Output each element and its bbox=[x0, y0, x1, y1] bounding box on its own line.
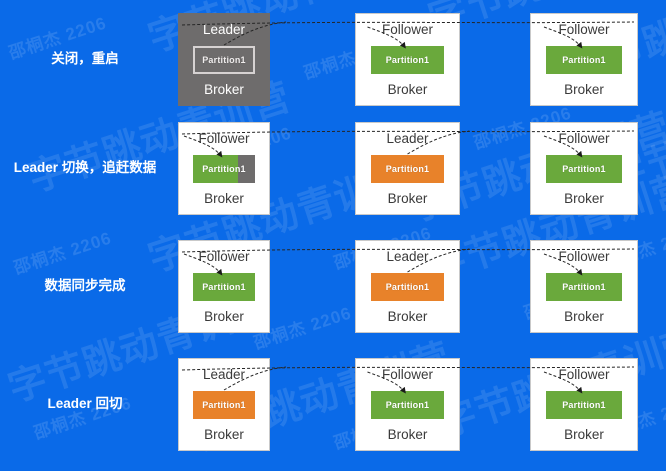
row-label-1: 关闭，重启 bbox=[51, 51, 119, 66]
broker-name-label: Broker bbox=[204, 190, 244, 206]
partition-role-label: Leader bbox=[386, 131, 429, 146]
partition-role-label: Follower bbox=[381, 22, 433, 37]
partition-fill bbox=[545, 154, 623, 183]
partition-role-label: Follower bbox=[558, 22, 610, 37]
partition-name-label: Partition1 bbox=[385, 163, 430, 174]
partition-bar[interactable]: Partition1 bbox=[192, 154, 256, 183]
partition-role-label: Leader bbox=[386, 249, 429, 264]
partition-role-label: Follower bbox=[558, 131, 610, 146]
partition-role-label: Follower bbox=[198, 249, 250, 264]
partition-bar[interactable]: Partition1 bbox=[370, 390, 445, 419]
partition-name-label: Partition1 bbox=[562, 54, 606, 65]
broker-name-label: Broker bbox=[564, 190, 604, 206]
partition-fill bbox=[370, 272, 445, 301]
partition-role-label: Follower bbox=[381, 367, 433, 382]
partition-name-label: Partition1 bbox=[202, 281, 246, 292]
broker-name-label: Broker bbox=[204, 308, 244, 324]
partition-fill bbox=[370, 45, 445, 74]
partition-role-label: Follower bbox=[198, 131, 250, 146]
broker-name-label: Broker bbox=[564, 426, 604, 442]
partition-name-label: Partition1 bbox=[202, 399, 246, 410]
broker-name-label: Broker bbox=[204, 426, 244, 442]
partition-lag-region bbox=[237, 154, 256, 183]
partition-fill bbox=[370, 390, 445, 419]
partition-fill bbox=[545, 390, 623, 419]
partition-name-label: Partition1 bbox=[562, 281, 606, 292]
partition-bar[interactable]: Partition1 bbox=[370, 154, 445, 183]
partition-fill bbox=[192, 154, 238, 183]
partition-role-label: Leader bbox=[202, 22, 246, 37]
partition-bar[interactable]: Partition1 bbox=[370, 45, 445, 74]
partition-fill bbox=[192, 272, 256, 301]
partition-bar[interactable]: Partition1 bbox=[545, 45, 623, 74]
partition-bar[interactable]: Partition1 bbox=[192, 390, 256, 419]
partition-role-label: Follower bbox=[558, 249, 610, 264]
partition-fill bbox=[192, 390, 256, 419]
partition-name-label: Partition1 bbox=[385, 399, 430, 410]
partition-name-label: Partition1 bbox=[562, 399, 606, 410]
partition-bar[interactable]: Partition1 bbox=[545, 390, 623, 419]
partition-bar[interactable]: Partition1 bbox=[545, 272, 623, 301]
broker-name-label: Broker bbox=[387, 308, 428, 324]
broker-name-label: Broker bbox=[204, 81, 244, 97]
broker-name-label: Broker bbox=[387, 190, 428, 206]
partition-bar[interactable]: Partition1 bbox=[192, 272, 256, 301]
partition-name-label: Partition1 bbox=[562, 163, 606, 174]
row-label-2: Leader 切换，追赶数据 bbox=[13, 160, 157, 175]
partition-fill bbox=[370, 154, 445, 183]
partition-name-label: Partition1 bbox=[385, 281, 430, 292]
partition-name-label: Partition1 bbox=[202, 163, 246, 174]
row-label-4: Leader 回切 bbox=[47, 396, 123, 411]
partition-bar[interactable]: Partition1 bbox=[545, 154, 623, 183]
partition-name-label: Partition1 bbox=[202, 54, 246, 65]
row-label-3: 数据同步完成 bbox=[44, 278, 126, 293]
broker-name-label: Broker bbox=[564, 81, 604, 97]
broker-name-label: Broker bbox=[387, 81, 428, 97]
partition-bar[interactable]: Partition1 bbox=[192, 45, 256, 74]
partition-name-label: Partition1 bbox=[385, 54, 430, 65]
partition-bar[interactable]: Partition1 bbox=[370, 272, 445, 301]
partition-role-label: Leader bbox=[202, 367, 246, 382]
partition-fill bbox=[545, 45, 623, 74]
partition-fill bbox=[545, 272, 623, 301]
broker-name-label: Broker bbox=[564, 308, 604, 324]
broker-name-label: Broker bbox=[387, 426, 428, 442]
partition-role-label: Follower bbox=[558, 367, 610, 382]
